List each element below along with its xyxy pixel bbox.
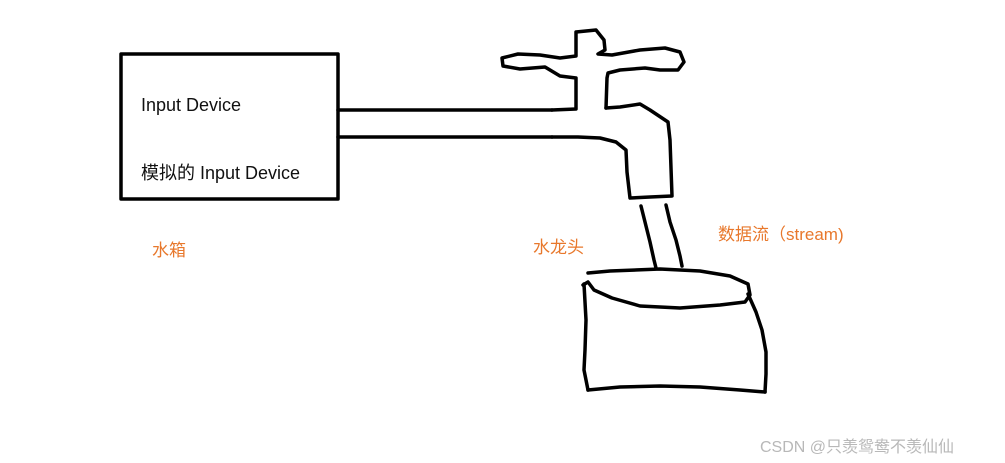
stream-caption: 数据流（stream) <box>718 225 844 244</box>
tank-caption: 水箱 <box>152 241 186 260</box>
faucet-caption: 水龙头 <box>533 238 584 257</box>
tank-label-simulated-input-device: 模拟的 Input Device <box>141 163 301 183</box>
faucet-handle <box>500 28 686 112</box>
csdn-watermark: CSDN @只羡鸳鸯不羡仙仙 <box>760 439 955 456</box>
stream-line-left <box>639 204 658 270</box>
faucet-body <box>550 102 674 200</box>
stream-line-right <box>664 203 684 268</box>
bucket-left-side <box>582 282 590 392</box>
tank-label-input-device: Input Device <box>141 95 242 115</box>
bucket-rim <box>581 267 752 310</box>
bucket-right-side <box>746 292 768 394</box>
water-tank-box <box>119 52 340 201</box>
bucket-bottom <box>586 384 767 394</box>
